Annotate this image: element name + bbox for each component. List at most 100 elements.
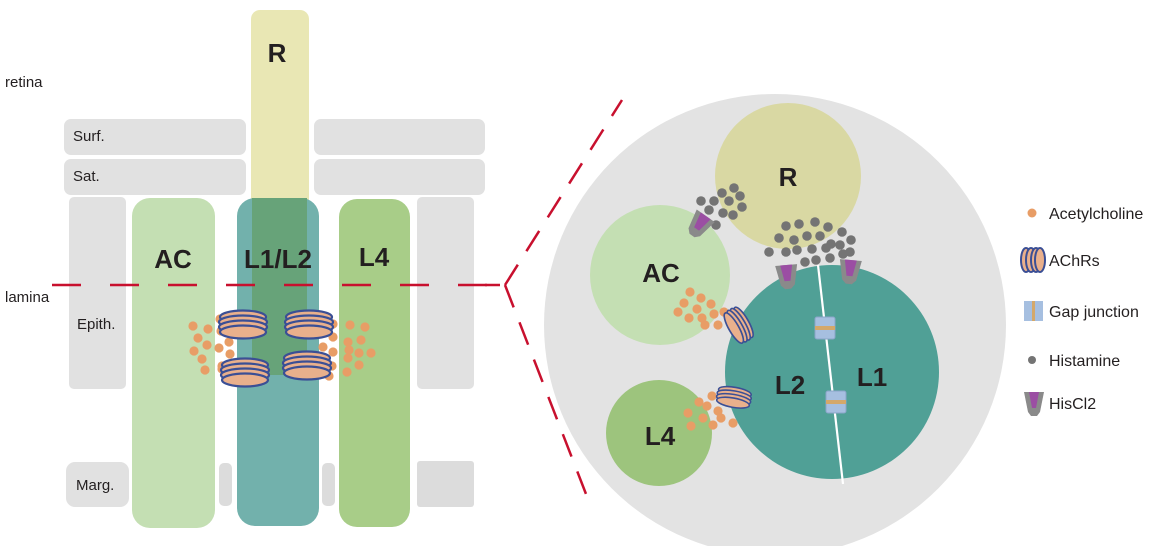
R-L1L2-overlap <box>252 198 307 375</box>
acetylcholine-molecule <box>707 391 717 401</box>
cell-label-R: R <box>268 38 287 68</box>
acetylcholine-molecule <box>685 287 695 297</box>
histamine-molecule <box>815 231 825 241</box>
acetylcholine-molecule <box>342 367 352 377</box>
lamina-L4-column <box>339 199 410 527</box>
acetylcholine-legend-icon <box>1027 208 1037 218</box>
histamine-molecule <box>802 231 812 241</box>
histamine-molecule <box>800 257 810 267</box>
histamine-molecule <box>781 221 791 231</box>
acetylcholine-molecule <box>709 309 719 319</box>
glia-label-surface: Surf. <box>73 128 105 145</box>
legend: Acetylcholine AChRs Gap junction Histami… <box>1020 206 1143 416</box>
histamine-molecule <box>724 196 734 206</box>
acetylcholine-molecule <box>360 322 370 332</box>
acetylcholine-molecule <box>697 313 707 323</box>
photoreceptor-R-circle <box>715 103 861 249</box>
acetylcholine-molecule <box>200 365 210 375</box>
glia-label-satellite: Sat. <box>73 168 100 185</box>
photoreceptor-R-column <box>251 10 309 210</box>
legend-label-acetylcholine: Acetylcholine <box>1049 206 1143 223</box>
acetylcholine-molecule <box>318 342 328 352</box>
acetylcholine-molecule <box>702 401 712 411</box>
acetylcholine-molecule <box>202 340 212 350</box>
histamine-molecule <box>781 247 791 257</box>
histamine-molecule <box>735 191 745 201</box>
histamine-molecule <box>823 222 833 232</box>
histamine-molecule <box>717 188 727 198</box>
surface-glia-right <box>314 119 485 155</box>
histamine-molecule <box>728 210 738 220</box>
acetylcholine-molecule <box>713 320 723 330</box>
marginal-glia-left <box>66 462 129 507</box>
circle-label-AC: AC <box>642 258 680 288</box>
histamine-molecule <box>811 255 821 265</box>
acetylcholine-molecule <box>686 421 696 431</box>
achr-receptor <box>219 357 271 388</box>
epithelial-glia-left <box>69 197 126 389</box>
gap-junction-legend-icon <box>1024 301 1043 321</box>
L1-L2-membrane <box>816 264 845 485</box>
achr-receptor <box>281 350 333 381</box>
marginal-glia-sliver-2 <box>322 463 335 506</box>
acetylcholine-molecule <box>343 353 353 363</box>
histamine-molecule <box>846 235 856 245</box>
achr-legend-icon <box>1020 247 1046 273</box>
surface-glia-left <box>64 119 246 155</box>
acetylcholine-molecule <box>713 406 723 416</box>
achr-receptor <box>283 309 335 340</box>
glia-label-epithelial: Epith. <box>77 316 115 333</box>
acetylcholine-molecule <box>716 413 726 423</box>
acetylcholine-molecule <box>684 313 694 323</box>
gap-junction <box>825 390 847 414</box>
cell-label-L1L2: L1/L2 <box>244 244 312 274</box>
histamine-molecule <box>838 249 848 259</box>
acetylcholine-molecule <box>706 299 716 309</box>
acetylcholine-molecule <box>366 348 376 358</box>
histamine-molecule <box>825 253 835 263</box>
circle-label-L4: L4 <box>645 421 676 451</box>
cell-label-AC: AC <box>154 244 192 274</box>
histamine-molecule <box>821 243 831 253</box>
legend-label-gap-junction: Gap junction <box>1049 304 1139 321</box>
circle-label-L1: L1 <box>857 362 887 392</box>
acetylcholine-molecule <box>698 413 708 423</box>
histamine-molecule <box>792 245 802 255</box>
left-panel: retina lamina Surf. Sat. Epith. Marg. R … <box>5 10 500 528</box>
circle-label-R: R <box>779 162 798 192</box>
zoom-line-upper <box>503 99 624 286</box>
acetylcholine-molecule <box>203 324 213 334</box>
glia-label-marginal: Marg. <box>76 477 114 494</box>
acetylcholine-molecule <box>214 343 224 353</box>
histamine-molecule <box>729 183 739 193</box>
legend-label-achrs: AChRs <box>1049 253 1100 270</box>
acetylcholine-molecule <box>188 321 198 331</box>
histamine-molecule <box>737 202 747 212</box>
satellite-glia-right <box>314 159 485 195</box>
histamine-molecule <box>794 219 804 229</box>
histamine-clusters <box>696 183 856 267</box>
histamine-molecule <box>774 233 784 243</box>
acetylcholine-molecule <box>354 348 364 358</box>
histamine-molecule <box>807 244 817 254</box>
histamine-legend-icon <box>1028 356 1036 364</box>
acetylcholine-molecule <box>193 333 203 343</box>
satellite-glia-left <box>64 159 246 195</box>
histamine-molecule <box>789 235 799 245</box>
acetylcholine-molecule <box>344 345 354 355</box>
acetylcholine-molecule <box>354 360 364 370</box>
acetylcholine-molecule <box>692 304 702 314</box>
circle-label-L2: L2 <box>775 370 805 400</box>
histamine-molecule <box>718 208 728 218</box>
cell-label-L4: L4 <box>359 242 390 272</box>
acetylcholine-molecule <box>696 293 706 303</box>
region-label-lamina: lamina <box>5 289 50 306</box>
acetylcholine-molecule <box>225 349 235 359</box>
acetylcholine-molecule <box>356 335 366 345</box>
histamine-molecule <box>764 247 774 257</box>
marginal-glia-right <box>417 461 474 507</box>
region-label-retina: retina <box>5 74 43 91</box>
histamine-molecule <box>709 196 719 206</box>
histamine-molecule <box>696 196 706 206</box>
